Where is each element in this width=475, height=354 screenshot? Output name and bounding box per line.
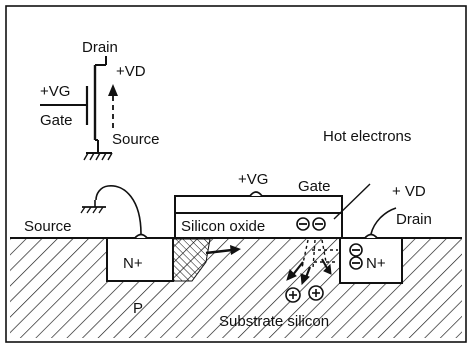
source-contact xyxy=(134,233,148,239)
hot-electron-leader xyxy=(333,183,371,220)
arrow-up-icon xyxy=(108,84,118,96)
source-wire xyxy=(95,185,142,235)
hole-icon xyxy=(308,285,324,301)
cross-section: +VG Gate Hot electrons + VD Drain Source… xyxy=(10,128,462,338)
p-region-label: P xyxy=(133,300,143,317)
gate-voltage-label: +VG xyxy=(238,171,268,188)
gate-electrode xyxy=(174,195,343,214)
substrate-label: Substrate silicon xyxy=(219,313,329,330)
electron-icon xyxy=(296,217,310,231)
symbol-source-label: Source xyxy=(112,131,160,148)
silicon-oxide-label: Silicon oxide xyxy=(181,218,265,235)
carrier-trajectories xyxy=(301,239,338,269)
electron-icon xyxy=(312,217,326,231)
symbol-drain-label: Drain xyxy=(82,39,118,56)
source-label: Source xyxy=(24,218,72,235)
mosfet-symbol: Drain +VD +VG Gate Source xyxy=(40,39,160,161)
electron-icon xyxy=(349,243,363,257)
gate-contact xyxy=(249,191,263,197)
symbol-vg-label: +VG xyxy=(40,83,70,100)
electron-flow-arrow xyxy=(205,245,241,255)
hole-icon xyxy=(285,287,301,303)
hot-electrons-label: Hot electrons xyxy=(323,128,411,145)
drain-contact xyxy=(364,233,378,239)
symbol-gate-label: Gate xyxy=(40,112,73,129)
drain-wire xyxy=(370,207,397,235)
ground-icon xyxy=(80,200,106,214)
source-n-plus-label: N+ xyxy=(123,255,143,272)
symbol-vd-label: +VD xyxy=(116,63,146,80)
figure-frame xyxy=(5,5,467,343)
electron-icon xyxy=(349,256,363,270)
scatter-arrows xyxy=(286,258,332,286)
drain-label: Drain xyxy=(396,211,432,228)
drain-n-plus-label: N+ xyxy=(366,255,386,272)
drain-voltage-label: + VD xyxy=(392,183,426,200)
gate-label: Gate xyxy=(298,178,331,195)
ground-icon xyxy=(83,152,113,161)
